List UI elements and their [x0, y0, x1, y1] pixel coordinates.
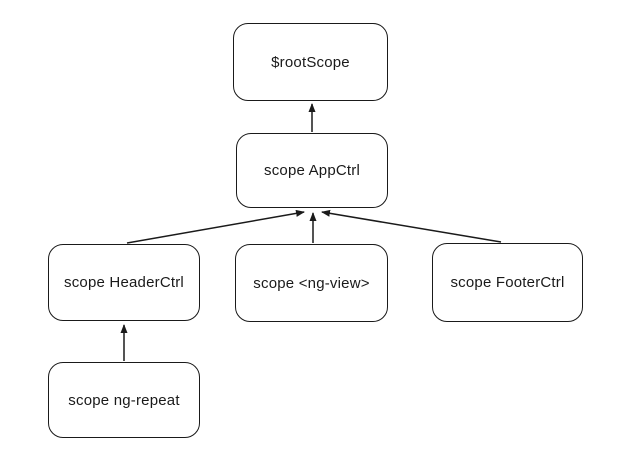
node-ngview: scope <ng-view>	[235, 244, 388, 322]
node-rootscope-label: $rootScope	[271, 53, 350, 71]
edge-footerctrl-appctrl	[321, 209, 502, 243]
node-footerctrl-label: scope FooterCtrl	[450, 274, 565, 291]
node-appctrl: scope AppCtrl	[236, 133, 388, 208]
node-appctrl-label: scope AppCtrl	[264, 162, 360, 179]
node-ngrepeat: scope ng-repeat	[48, 362, 200, 438]
node-ngview-label: scope <ng-view>	[253, 274, 370, 292]
node-ngrepeat-label: scope ng-repeat	[68, 391, 180, 409]
node-headerctrl: scope HeaderCtrl	[48, 244, 200, 321]
edge-headerctrl-appctrl	[126, 209, 305, 244]
node-footerctrl: scope FooterCtrl	[432, 243, 583, 322]
node-rootscope: $rootScope	[233, 23, 388, 101]
node-headerctrl-label: scope HeaderCtrl	[64, 274, 184, 291]
